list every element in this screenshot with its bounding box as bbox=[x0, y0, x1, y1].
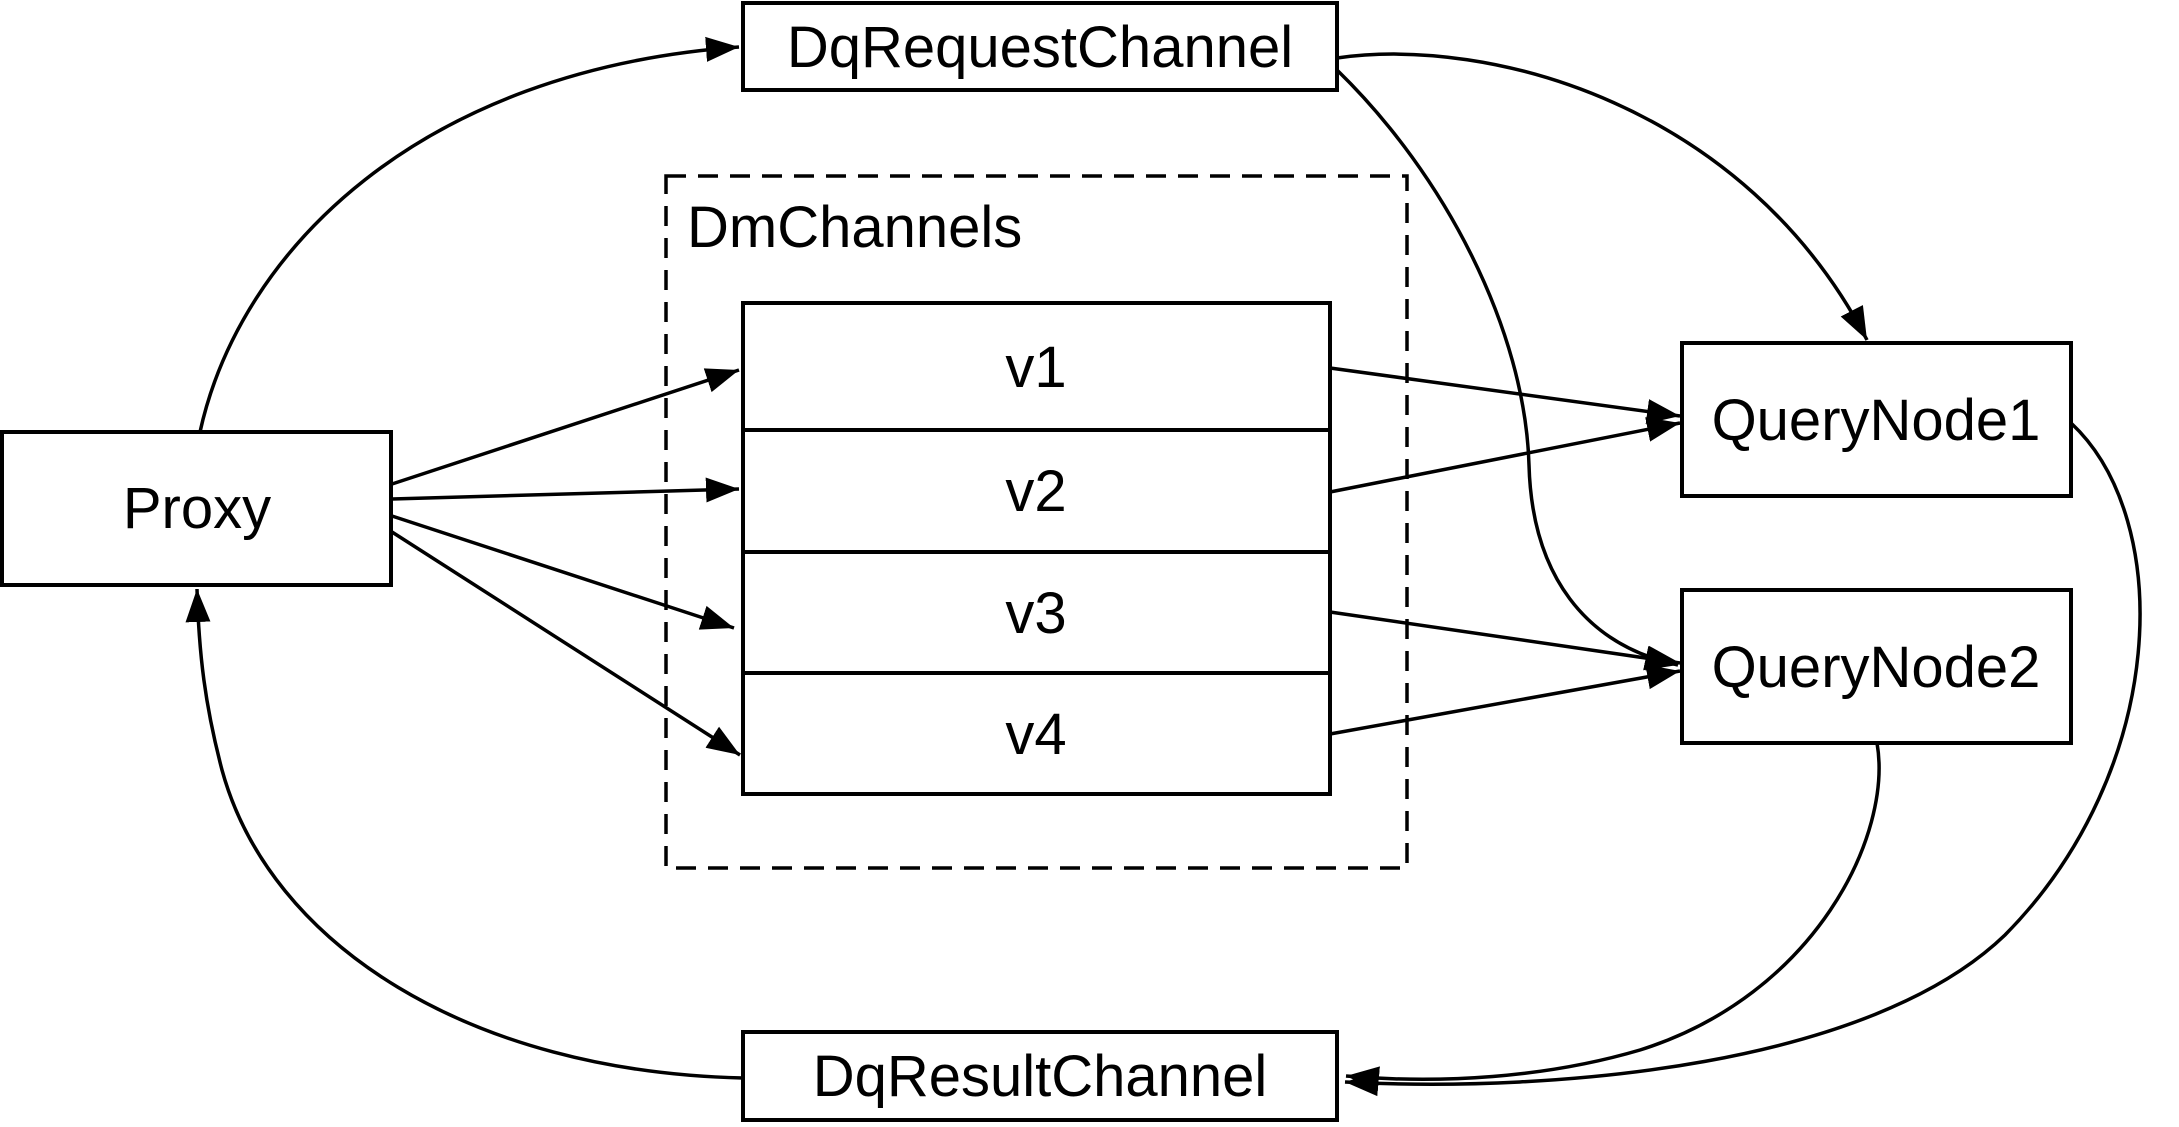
dqresultchannel-label: DqResultChannel bbox=[813, 1044, 1268, 1109]
channel-v4-label: v4 bbox=[1005, 702, 1066, 767]
edge-querynode1-to-dqresultchannel bbox=[1344, 421, 2142, 1097]
edges bbox=[185, 36, 2142, 1097]
node-querynode2: QueryNode2 bbox=[1680, 588, 2073, 745]
channel-v3-label: v3 bbox=[1005, 581, 1066, 646]
proxy-box bbox=[0, 430, 393, 587]
dqrequestchannel-box bbox=[741, 1, 1339, 92]
node-querynode1: QueryNode1 bbox=[1680, 341, 2073, 498]
dmchannels-group: DmChannels bbox=[664, 174, 1409, 870]
node-dqrequestchannel: DqRequestChannel bbox=[741, 1, 1339, 92]
edge-proxy-to-dqrequestchannel bbox=[198, 36, 740, 433]
node-proxy: Proxy bbox=[0, 430, 393, 587]
edge-proxy-to-v1 bbox=[391, 368, 740, 486]
querynode2-label: QueryNode2 bbox=[1712, 635, 2041, 700]
edge-proxy-to-v3 bbox=[391, 514, 735, 630]
edge-dqrequestchannel-to-querynode2 bbox=[1335, 68, 1679, 671]
dqrequestchannel-label: DqRequestChannel bbox=[787, 15, 1293, 80]
channel-v2-label: v2 bbox=[1005, 459, 1066, 524]
edge-proxy-to-v4 bbox=[391, 530, 741, 757]
edge-v3-to-querynode2 bbox=[1329, 610, 1681, 671]
querynode1-box bbox=[1680, 341, 2073, 498]
edge-dqresultchannel-to-proxy bbox=[185, 588, 744, 1080]
node-dqresultchannel: DqResultChannel bbox=[741, 1030, 1339, 1122]
querynode1-label: QueryNode1 bbox=[1712, 388, 2041, 453]
proxy-label: Proxy bbox=[123, 476, 271, 541]
dmchannels-group-label: DmChannels bbox=[687, 195, 1022, 260]
edge-querynode2-to-dqresultchannel bbox=[1345, 742, 1881, 1092]
edge-dqrequestchannel-to-querynode1 bbox=[1336, 52, 1869, 341]
dmchannels-group-border bbox=[664, 174, 1409, 870]
channel-stack: v1 v2 v3 v4 bbox=[741, 301, 1332, 796]
channel-v1-label: v1 bbox=[1005, 335, 1066, 400]
edge-proxy-to-v2 bbox=[391, 477, 740, 503]
edge-v2-to-querynode1 bbox=[1329, 417, 1681, 494]
querynode2-box bbox=[1680, 588, 2073, 745]
dqresultchannel-box bbox=[741, 1030, 1339, 1122]
edge-v4-to-querynode2 bbox=[1329, 664, 1681, 736]
edge-v1-to-querynode1 bbox=[1329, 366, 1681, 424]
channel-stack-border bbox=[741, 301, 1332, 796]
